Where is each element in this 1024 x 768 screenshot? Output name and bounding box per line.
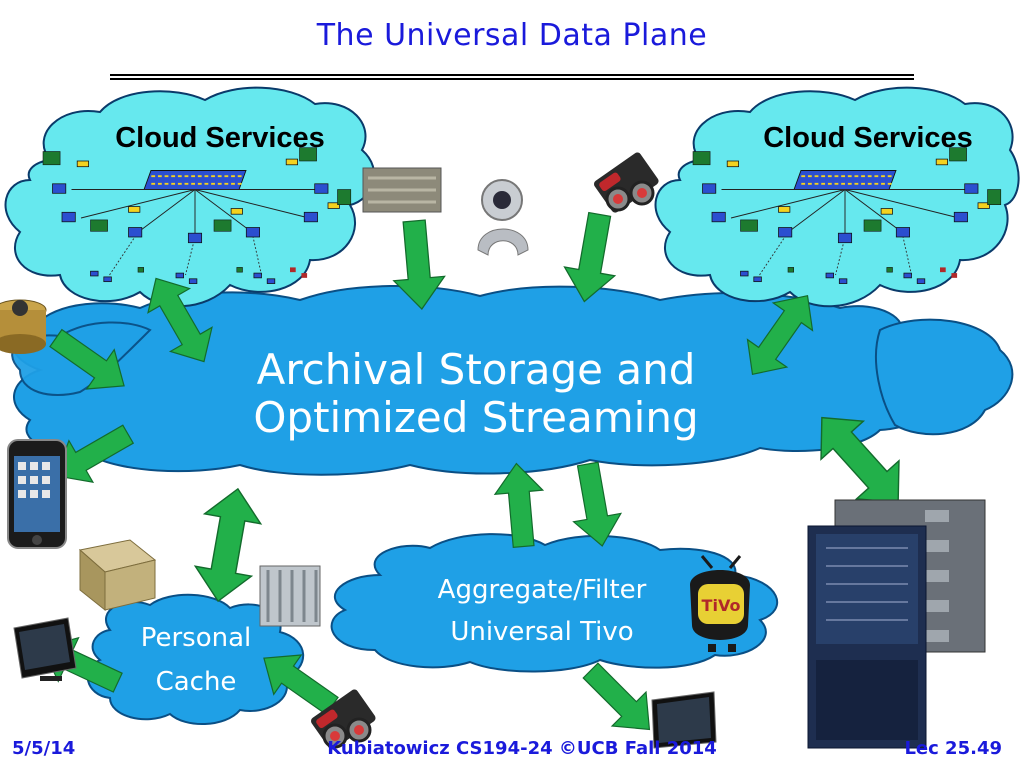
title-rule-bottom	[110, 78, 914, 80]
smartphone-icon	[7, 439, 67, 549]
footer-course: Kubiatowicz CS194-24 ©UCB Fall 2014	[327, 738, 717, 759]
title-rule-top	[110, 74, 914, 76]
server-rack-icon	[807, 499, 986, 749]
tivo-logo: TiVo	[690, 555, 750, 652]
cloud-services-right	[654, 86, 1020, 308]
personal-cache-label-line1: Personal	[141, 623, 252, 653]
tivo-logo-text: TiVo	[702, 596, 741, 615]
cloud-services-right-label: Cloud Services	[763, 122, 973, 154]
aggregate-label-line2: Universal Tivo	[450, 617, 633, 647]
monitor-icon	[13, 617, 77, 681]
monitor-icon	[651, 691, 717, 749]
webcam-icon	[477, 179, 529, 256]
slide-title: The Universal Data Plane	[316, 18, 708, 53]
sensor-box-icon	[78, 539, 157, 612]
central-label-line2: Optimized Streaming	[253, 393, 698, 442]
sensor-mote-icon	[0, 299, 47, 354]
footer-date: 5/5/14	[12, 738, 76, 759]
camcorder-icon	[590, 149, 662, 216]
personal-cache-cloud	[86, 593, 305, 725]
footer-lecture: Lec 25.49	[904, 738, 1002, 759]
central-storage-cloud	[11, 285, 1014, 476]
personal-cache-label-line2: Cache	[156, 667, 237, 697]
cloud-services-left	[4, 86, 376, 308]
central-label-line1: Archival Storage and	[257, 345, 696, 394]
aggregate-label-line1: Aggregate/Filter	[438, 575, 647, 605]
storage-chip-icon	[362, 167, 442, 213]
cloud-services-left-label: Cloud Services	[115, 122, 325, 154]
heatsink-icon	[259, 565, 321, 627]
